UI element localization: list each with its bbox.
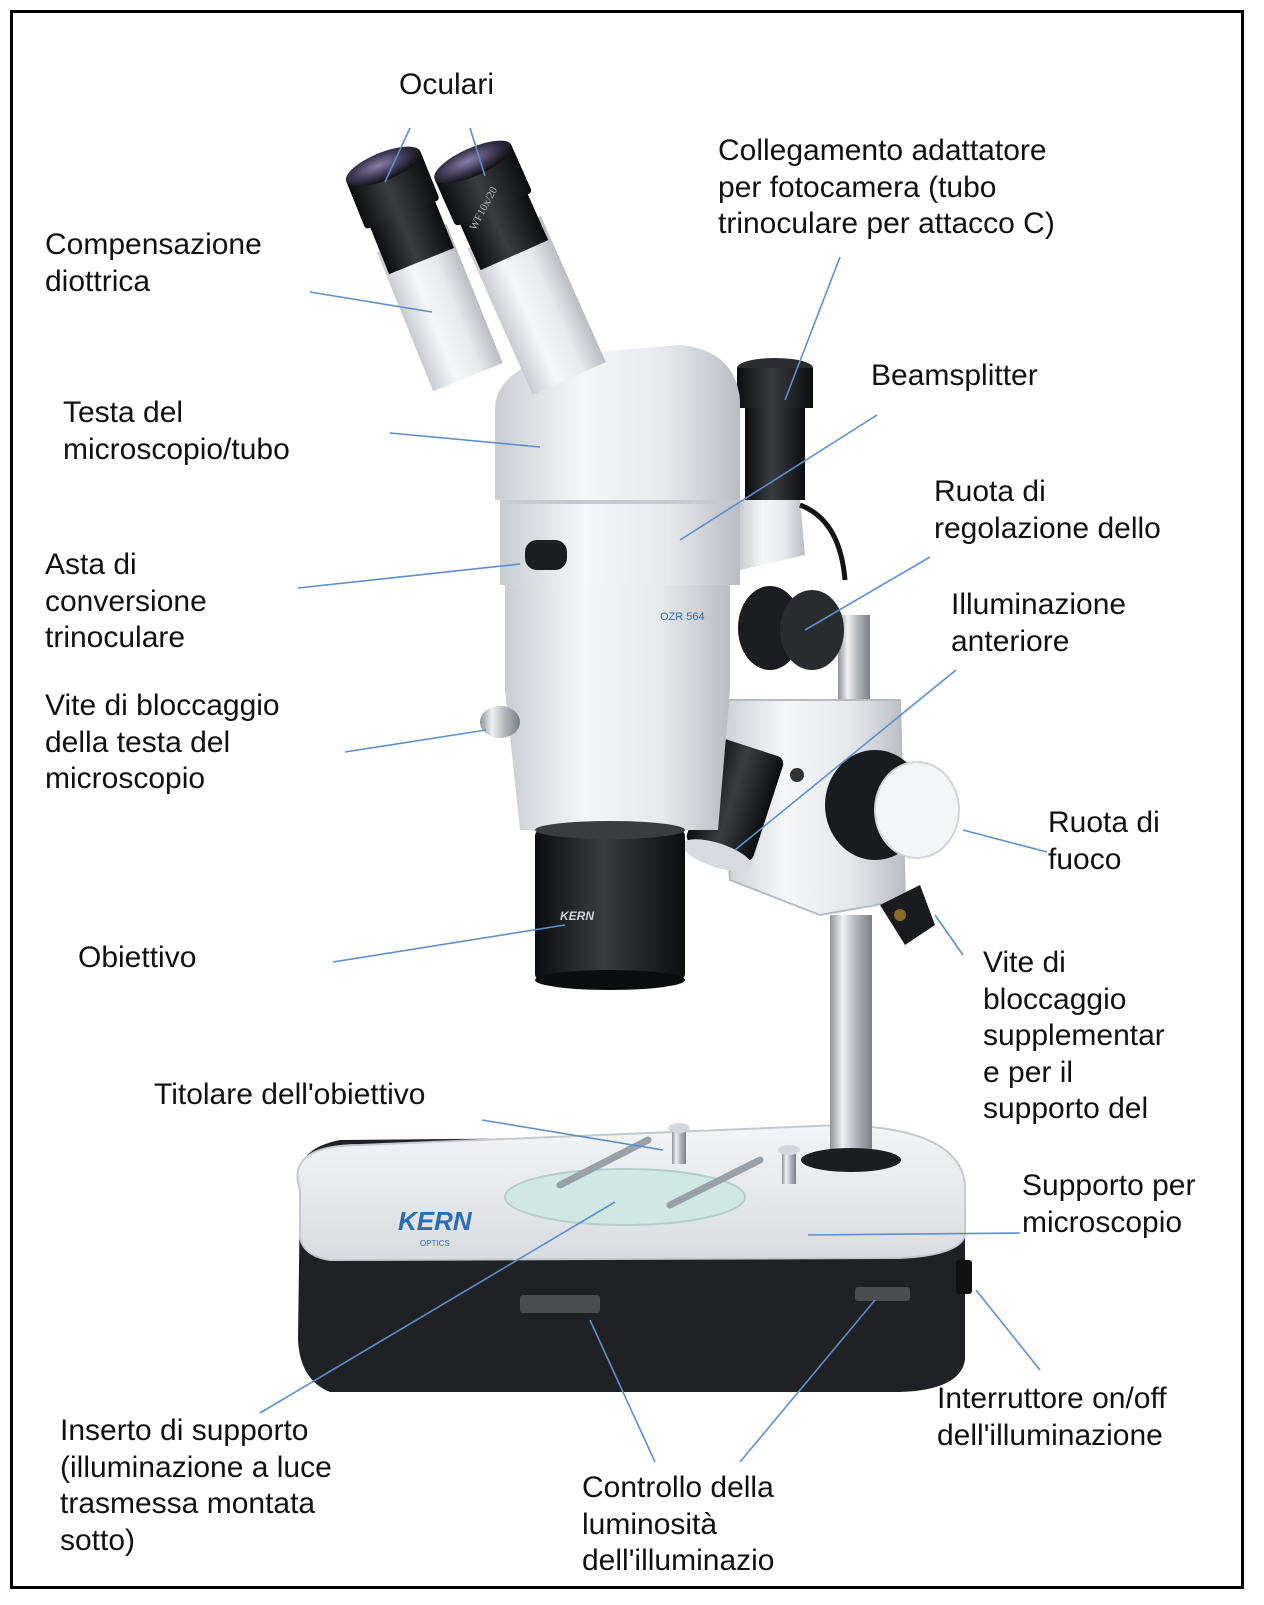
label-vite-bloccaggio-testa: Vite di bloccaggio della testa del micro… [45,688,280,798]
camera-tube [737,358,813,500]
label-compensazione-diottrica: Compensazione diottrica [45,227,262,300]
label-vite-bloccaggio-supplementare: Vite di bloccaggio supplementar e per il… [983,945,1165,1128]
conversion-rod-knob [525,540,567,570]
label-titolare-obiettivo: Titolare dell'obiettivo [154,1077,425,1114]
leader-vite-testa [345,730,486,752]
leader-interruttore [976,1290,1040,1370]
label-ruota-regolazione: Ruota di regolazione dello [934,474,1161,547]
objective-brand: KERN [560,909,594,923]
power-switch [956,1260,972,1294]
label-beamsplitter: Beamsplitter [871,358,1038,395]
label-illuminazione-anteriore: Illuminazione anteriore [951,587,1126,660]
stage-insert-glass [505,1169,745,1225]
brightness-wheel-front [520,1295,600,1313]
label-oculari: Oculari [399,67,494,104]
objective-lens: KERN [535,821,685,990]
label-controllo-luminosita: Controllo della luminosità dell'illumina… [582,1470,774,1580]
label-interruttore: Interruttore on/off dell'illuminazione [937,1381,1167,1454]
beamsplitter-section [500,497,845,585]
label-testa-microscopio: Testa del microscopio/tubo [63,395,290,468]
label-supporto-microscopio: Supporto per microscopio [1022,1168,1195,1241]
focus-knob [875,762,959,858]
label-collegamento-adattatore: Collegamento adattatore per fotocamera (… [718,133,1055,243]
leader-asta [298,564,520,588]
leader-obiettivo [333,925,565,962]
leader-vite-supplementare [935,915,963,955]
zoom-knob-right [780,590,844,670]
label-inserto-supporto: Inserto di supporto (illuminazione a luc… [60,1413,332,1559]
label-obiettivo: Obiettivo [78,940,196,977]
label-ruota-fuoco: Ruota di fuoco [1048,805,1160,878]
brightness-wheel-side [855,1287,910,1301]
head-locking-screw [480,706,520,738]
model-number: OZR 564 [660,611,705,623]
label-asta-conversione: Asta di conversione trinoculare [45,547,207,657]
base-brand-sub: OPTICS [420,1239,450,1248]
leader-ruota-fuoco [963,830,1047,852]
base-brand-logo: KERN [398,1206,473,1236]
microscope-head: WF10x/20 [341,132,740,500]
